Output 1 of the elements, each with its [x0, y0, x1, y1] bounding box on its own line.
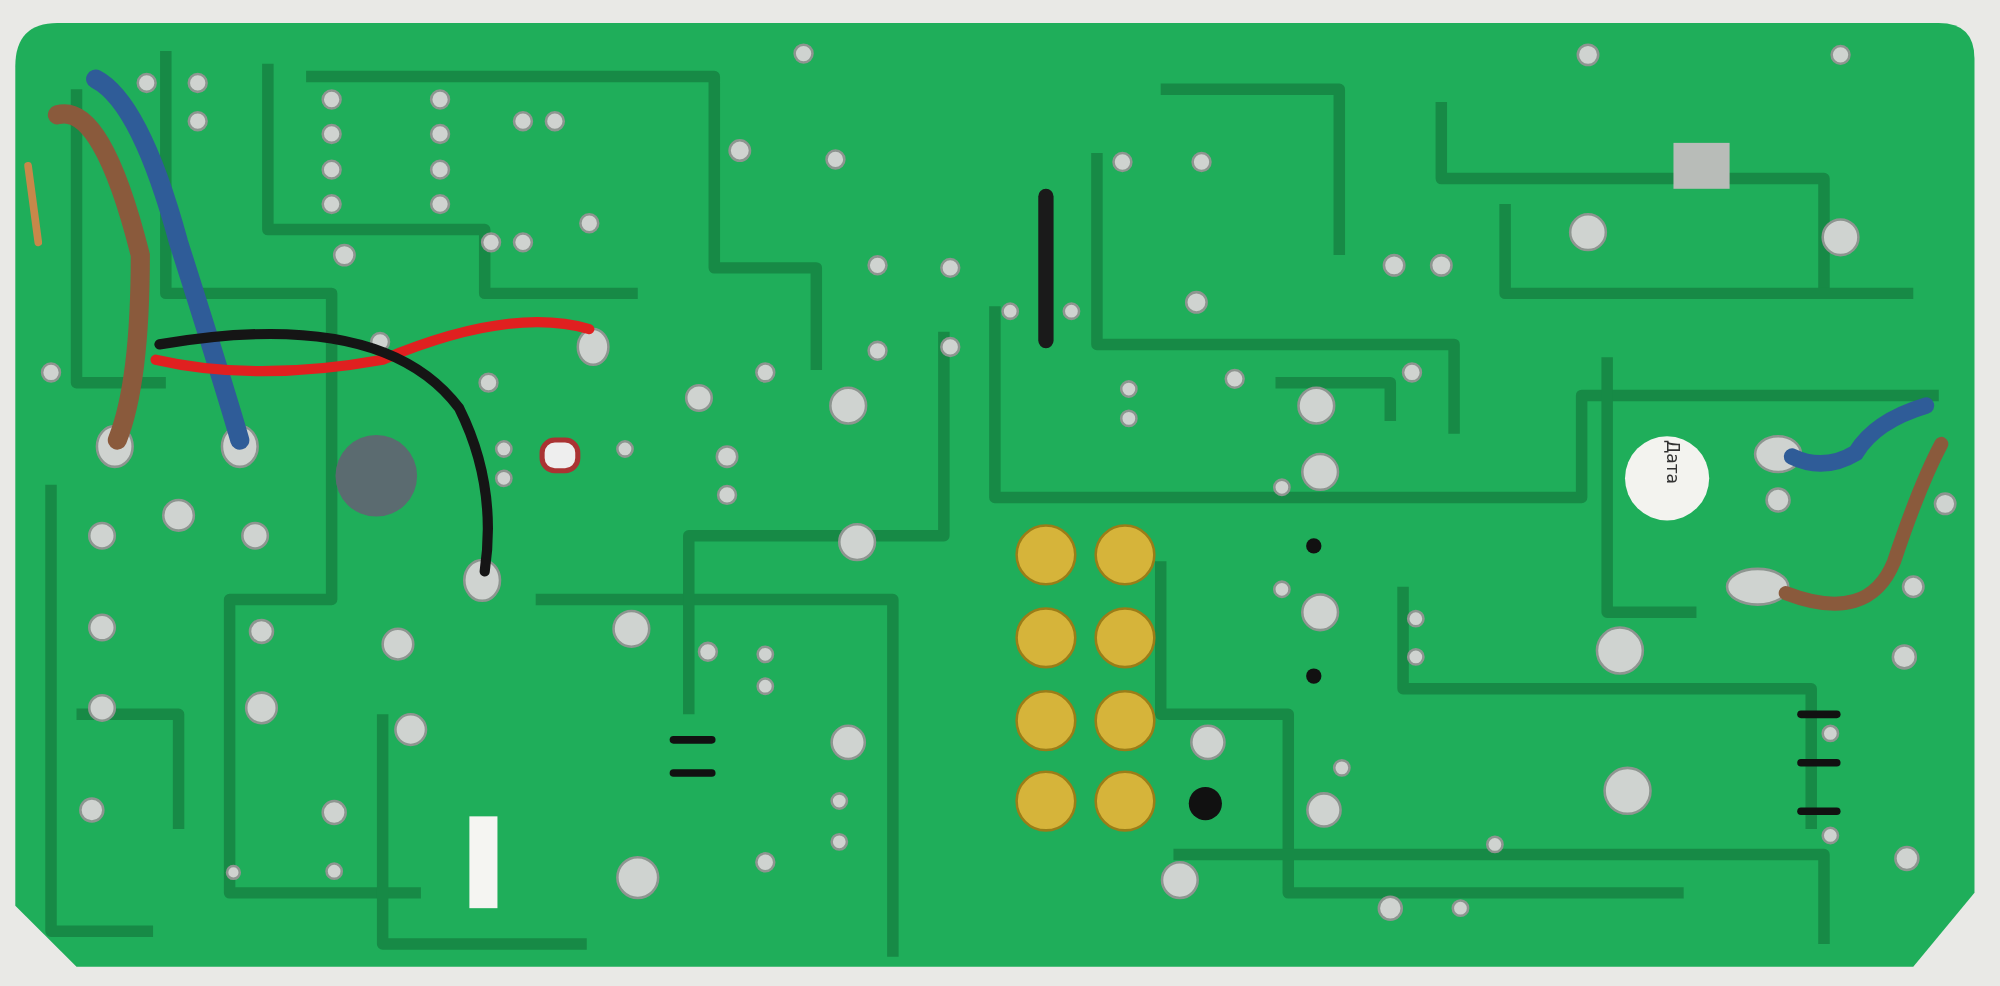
- sticker-label: Дата: [1663, 440, 1683, 485]
